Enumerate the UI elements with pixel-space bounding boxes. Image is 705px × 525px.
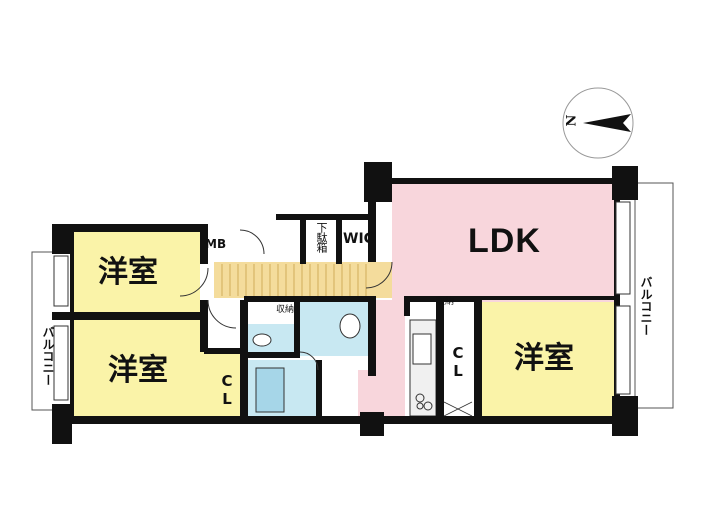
wic-hatching — [443, 401, 473, 417]
bathtub — [255, 367, 285, 413]
compass-north-label: N — [564, 114, 580, 127]
entrance-hatching — [221, 264, 367, 296]
western-room-lower-left-label: 洋室 — [108, 353, 168, 388]
shoe-box-label: 下駄箱 — [315, 222, 328, 252]
balcony-left-label: バルコニー — [41, 326, 55, 386]
ldk-label: LDK — [468, 222, 541, 260]
north-arrow-icon — [562, 87, 634, 159]
mb-label: MB — [205, 237, 227, 251]
western-room-upper-left-fill — [72, 232, 200, 312]
windows — [53, 201, 631, 401]
entrance-fill — [214, 262, 392, 298]
stove — [415, 393, 433, 411]
toilet-fixture — [252, 333, 272, 347]
closet-left-fill — [207, 352, 243, 416]
closet-left-label: CL — [218, 372, 236, 408]
western-room-right-fill — [480, 302, 614, 420]
balcony-right-label: バルコニー — [639, 276, 653, 336]
closet-right-label: CL — [449, 344, 467, 380]
western-room-right-label: 洋室 — [514, 341, 574, 376]
wic-label: WIC — [343, 231, 374, 247]
western-room-lower-left-fill — [72, 320, 207, 416]
walls — [52, 162, 638, 444]
closet-right-fill — [444, 312, 474, 392]
western-room-upper-left-label: 洋室 — [98, 255, 158, 290]
balcony-right — [634, 182, 674, 409]
storage-kitchen-label: 収納 — [436, 297, 455, 307]
kitchen-sink — [412, 333, 432, 365]
ldk-fill — [358, 183, 614, 420]
doors — [179, 229, 393, 371]
sink-fixture — [339, 313, 361, 339]
storage-washroom-label: 収納 — [276, 305, 295, 315]
